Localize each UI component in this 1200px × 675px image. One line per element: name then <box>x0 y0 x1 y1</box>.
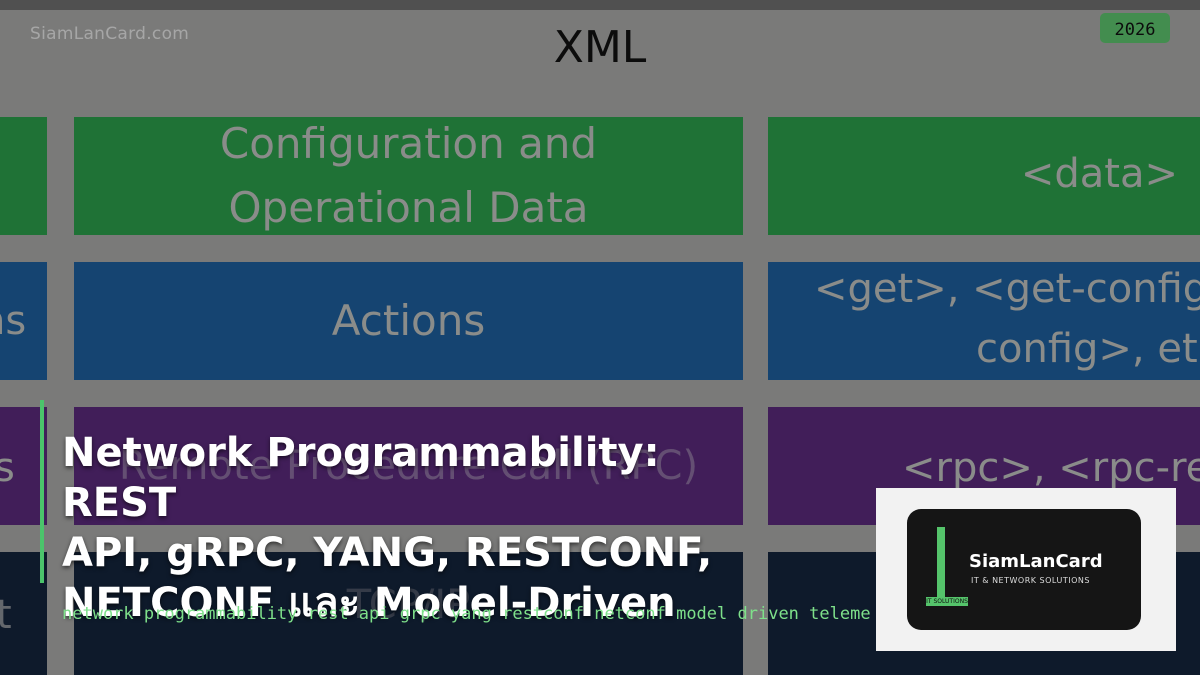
headline-accent-bar <box>40 400 44 583</box>
row2-right-line2: config>, et <box>976 326 1198 372</box>
row4-left-fragment: t <box>0 592 12 638</box>
row1-center-line1: Configuration and <box>219 119 598 168</box>
headline-line1: Network Programmability: REST <box>62 430 660 526</box>
row3-right-line1: <rpc>, <rpc-re <box>902 445 1200 491</box>
row1-right-line1: <data> <box>1020 151 1178 197</box>
keywords-line: network programmability rest api grpc ya… <box>62 604 871 624</box>
row2-center-block: Actions <box>74 262 743 380</box>
logo-subtitle: IT & NETWORK SOLUTIONS <box>971 576 1090 585</box>
slide-title: XML <box>553 22 647 73</box>
logo-name: SiamLanCard <box>969 551 1103 572</box>
headline-line2: API, gRPC, YANG, RESTCONF, <box>62 530 713 576</box>
row3-left-block: s <box>0 407 47 525</box>
row2-right-block: <get>, <get-config config>, et <box>768 262 1200 380</box>
logo-tag: IT SOLUTIONS <box>926 597 968 606</box>
row4-left-block: t <box>0 552 47 675</box>
row3-center-line1: Remote Procedure Call (RPC) <box>118 443 699 489</box>
brand-logo: IT SOLUTIONS SiamLanCard IT & NETWORK SO… <box>907 509 1141 630</box>
row1-right-block: <data> <box>768 117 1200 235</box>
row4-center-line1: TCP/IP <box>346 582 471 628</box>
logo-accent-bar <box>937 527 945 597</box>
row3-left-fragment: s <box>0 445 15 491</box>
row2-right-line1: <get>, <get-config <box>814 266 1200 312</box>
row2-left-block: ns <box>0 262 47 380</box>
row2-left-fragment: ns <box>0 298 27 344</box>
headline-line3: NETCONF และ Model-Driven <box>62 580 676 626</box>
article-headline: Network Programmability: REST API, gRPC,… <box>62 428 782 628</box>
row1-center-line2: Operational Data <box>228 183 589 232</box>
brand-logo-card: IT SOLUTIONS SiamLanCard IT & NETWORK SO… <box>876 488 1176 651</box>
site-watermark: SiamLanCard.com <box>30 24 190 44</box>
row3-center-block: Remote Procedure Call (RPC) <box>74 407 743 525</box>
row1-left-block <box>0 117 47 235</box>
year-badge: 2026 <box>1100 13 1170 43</box>
row1-center-block: Configuration and Operational Data <box>74 117 743 235</box>
top-strip <box>0 0 1200 10</box>
row4-center-block: TCP/IP <box>74 552 743 675</box>
row2-center-line1: Actions <box>331 296 486 345</box>
